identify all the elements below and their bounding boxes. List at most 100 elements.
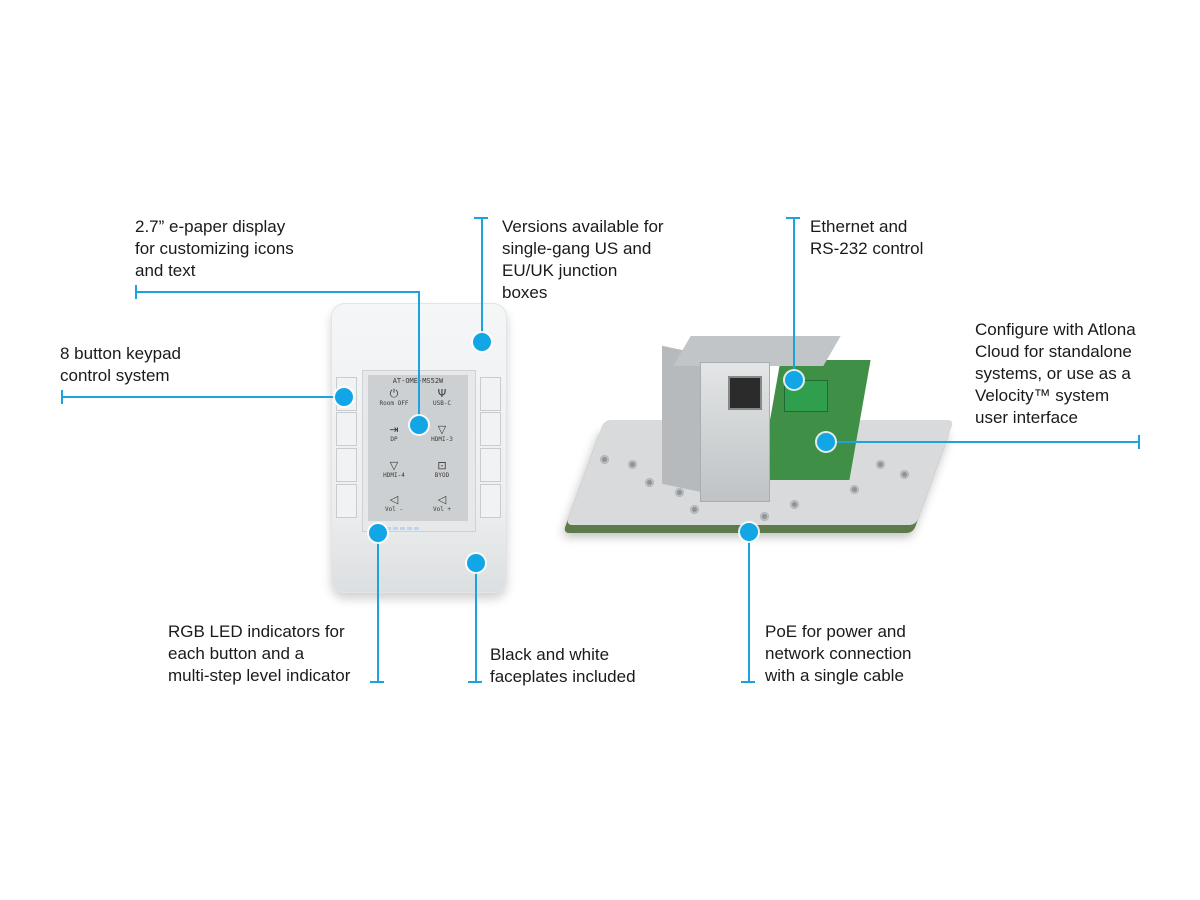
callout-ethernet-line-2: RS-232 control [810,239,924,258]
display-label: HDMI-4 [383,472,405,479]
plate-screw-hole [645,478,654,487]
callout-faceplates: Black and white faceplates included [490,644,636,688]
leader-rgb-endcap [370,681,384,683]
level-led-2 [393,527,398,530]
plate-screw-hole [900,470,909,479]
leader-ethernet-endcap [786,217,800,219]
plate-screw-hole [628,460,637,469]
plate-screw-hole [850,485,859,494]
speaker-loud-icon: ◁ [437,493,447,506]
leader-rgb-vertical [377,533,379,682]
callout-poe-line-1: PoE for power and [765,622,906,641]
leader-eink-horizontal [136,291,420,293]
leader-poe-endcap [741,681,755,683]
plate-screw-hole [600,455,609,464]
callout-faceplates-line-2: faceplates included [490,667,636,686]
callout-rgb: RGB LED indicators for each button and a… [168,621,350,687]
callout-cloud-line-3: systems, or use as a [975,364,1131,383]
display-label: DP [390,436,398,443]
display-cell-hdmi3: ▽ HDMI-3 [418,423,466,443]
callout-cloud: Configure with Atlona Cloud for standalo… [975,319,1136,429]
callout-poe-dot [740,523,758,541]
callout-poe-line-2: network connection [765,644,912,663]
leader-cloud-endcap [1138,435,1140,449]
usb-icon: Ψ [437,387,447,400]
callout-cloud-line-2: Cloud for standalone [975,342,1132,361]
callout-poe-line-3: with a single cable [765,666,904,685]
plate-screw-hole [760,512,769,521]
leader-keypad-endcap [61,390,63,404]
callout-eink-line-2: for customizing icons [135,239,294,258]
callout-ethernet-dot [785,371,803,389]
keypad-right-button-4 [480,484,501,518]
callout-versions-line-1: Versions available for [502,217,664,236]
callout-keypad-line-2: control system [60,366,170,385]
display-label: USB-C [432,400,452,407]
display-cell-dp: ⇥ DP [370,423,418,443]
leader-poe-vertical [748,532,750,682]
leader-faceplates-endcap [468,681,482,683]
display-cell-hdmi4: ▽ HDMI-4 [370,459,418,479]
level-led-1 [386,527,391,530]
hdmi-icon: ▽ [389,459,399,472]
callout-cloud-line-5: user interface [975,408,1078,427]
display-cell-room-off: ⏻ Room OFF [370,387,418,407]
callout-cloud-line-1: Configure with Atlona [975,320,1136,339]
leader-versions-vertical [481,218,483,342]
level-led-3 [400,527,405,530]
plate-screw-hole [690,505,699,514]
plate-screw-hole [876,460,885,469]
keypad-right-button-3 [480,448,501,482]
callout-versions-line-4: boxes [502,283,548,302]
display-cell-vol-up: ◁ Vol + [418,493,466,513]
power-icon: ⏻ [389,387,399,400]
display-cell-vol-down: ◁ Vol - [370,493,418,513]
level-led-4 [407,527,412,530]
callout-keypad-line-1: 8 button keypad [60,344,181,363]
leader-keypad-horizontal [62,396,344,398]
callout-rgb-dot [369,524,387,542]
display-cell-byod: ⊡ BYOD [418,459,466,479]
leader-versions-endcap [474,217,488,219]
display-label: Vol + [432,506,452,513]
level-led-5 [414,527,419,530]
keypad-right-button-1 [480,377,501,411]
callout-faceplates-dot [467,554,485,572]
callout-eink-line-3: and text [135,261,196,280]
callout-keypad-dot [335,388,353,406]
callout-versions: Versions available for single-gang US an… [502,216,664,304]
speaker-icon: ◁ [389,493,399,506]
leader-cloud-horizontal [826,441,1139,443]
keypad-right-button-2 [480,412,501,446]
plate-screw-hole [790,500,799,509]
byod-icon: ⊡ [437,459,447,472]
callout-eink: 2.7” e-paper display for customizing ico… [135,216,294,282]
display-cell-usbc: Ψ USB-C [418,387,466,407]
leader-eink-endcap [135,285,137,299]
leader-eink-vertical [418,292,420,425]
callout-cloud-dot [817,433,835,451]
e-paper-display: AT-OME-MS52W ⏻ Room OFF Ψ USB-C ⇥ DP ▽ H… [368,375,468,521]
callout-versions-dot [473,333,491,351]
module-box-side [662,345,702,493]
keypad-left-button-3 [336,448,357,482]
callout-ethernet: Ethernet and RS-232 control [810,216,923,260]
callout-rgb-line-2: each button and a [168,644,305,663]
display-label: HDMI-3 [431,436,453,443]
hdmi-icon: ▽ [437,423,447,436]
callout-versions-line-3: EU/UK junction [502,261,618,280]
callout-ethernet-line-1: Ethernet and [810,217,908,236]
display-model-title: AT-OME-MS52W [368,377,468,385]
keypad-left-button-4 [336,484,357,518]
callout-rgb-line-1: RGB LED indicators for [168,622,345,641]
display-label: Room OFF [379,400,409,407]
callout-rgb-line-3: multi-step level indicator [168,666,351,685]
display-label: BYOD [434,472,450,479]
keypad-left-button-2 [336,412,357,446]
callout-poe: PoE for power and network connection wit… [765,621,911,687]
callout-eink-dot [410,416,428,434]
leader-faceplates-vertical [475,563,477,682]
plate-screw-hole [675,488,684,497]
callout-faceplates-line-1: Black and white [490,645,610,664]
callout-cloud-line-4: Velocity™ system [975,386,1110,405]
